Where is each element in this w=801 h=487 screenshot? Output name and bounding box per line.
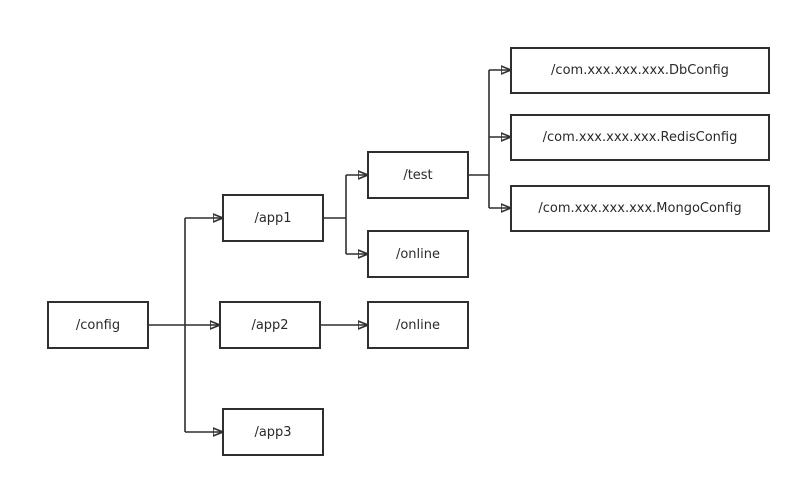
node-app3: /app3 [222,408,324,456]
node-mongoconfig: /com.xxx.xxx.xxx.MongoConfig [510,185,770,232]
node-config: /config [47,301,149,349]
node-app1-online: /online [367,230,469,278]
node-dbconfig: /com.xxx.xxx.xxx.DbConfig [510,47,770,94]
node-redisconfig: /com.xxx.xxx.xxx.RedisConfig [510,114,770,161]
node-app2-online: /online [367,301,469,349]
node-app2: /app2 [219,301,321,349]
node-test: /test [367,151,469,199]
node-app1: /app1 [222,194,324,242]
